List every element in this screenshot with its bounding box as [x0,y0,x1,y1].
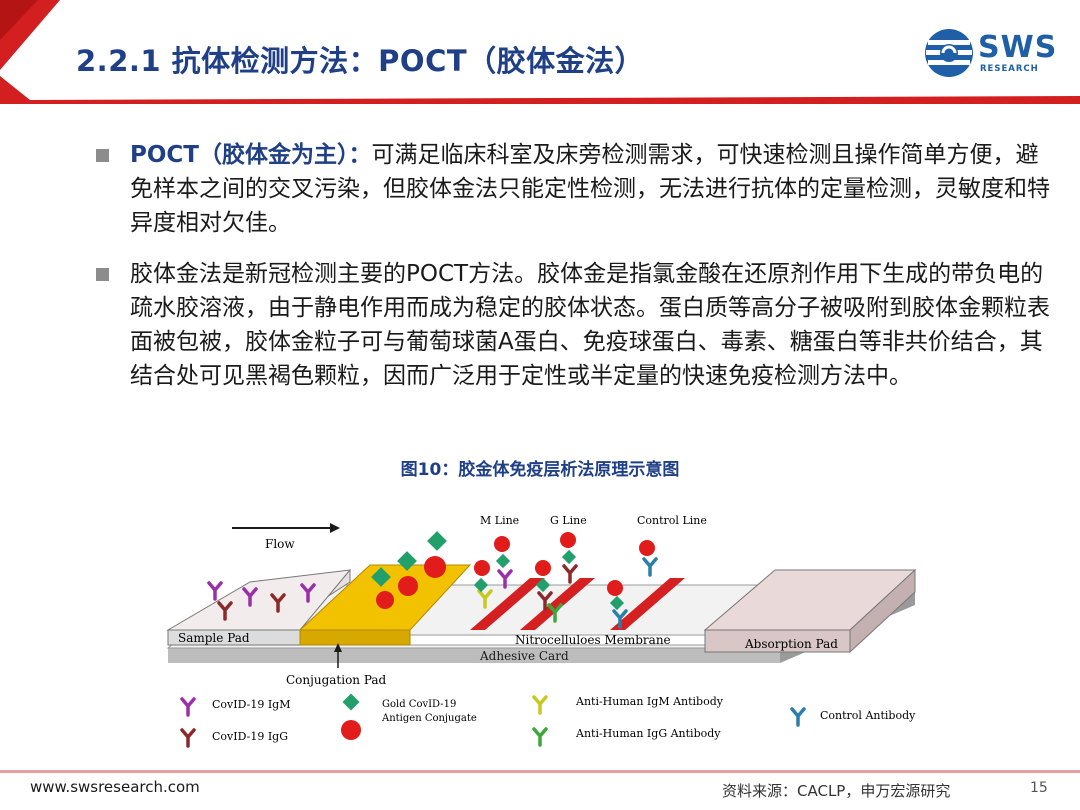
footer-source: 资料来源：CACLP，申万宏源研究 [722,782,951,800]
footer-divider [0,770,1080,773]
bullet-body: 可满足临床科室及床旁检测需求，可快速检测且操作简单方便，避免样本之间的交叉污染，… [130,142,1050,236]
lateral-flow-diagram: Flow Adhesive Card Nitrocelluloes Membra… [166,514,917,748]
bullet-square-icon [96,149,109,162]
logo-subtext: RESEARCH [980,64,1039,74]
legend-anti-igm: Anti-Human IgM Antibody [575,695,724,708]
bullet-text: POCT（胶体金为主）：可满足临床科室及床旁检测需求，可快速检测且操作简单方便，… [130,138,1054,240]
globe-icon [925,29,973,77]
m-line [470,578,545,630]
page-title: 2.2.1 抗体检测方法：POCT（胶体金法） [76,44,645,78]
legend-igm: CovID-19 IgM [212,698,290,711]
g-line [520,578,595,630]
membrane-label: Nitrocelluloes Membrane [515,633,671,647]
bullet-square-icon [96,268,109,281]
figure-legend: CovID-19 IgM CovID-19 IgG Gold CovID-19 … [180,693,916,748]
g-line-label: G Line [550,514,587,527]
legend-igg: CovID-19 IgG [212,730,288,743]
sws-logo: SWS RESEARCH [922,26,1062,82]
logo-text: SWS [978,30,1058,65]
bullet-item: POCT（胶体金为主）：可满足临床科室及床旁检测需求，可快速检测且操作简单方便，… [96,138,1054,240]
legend-gold-line2: Antigen Conjugate [381,713,477,724]
bullet-body: 胶体金法是新冠检测主要的POCT方法。胶体金是指氯金酸在还原剂作用下生成的带负电… [130,261,1050,389]
figure-caption: 图10：胶金体免疫层析法原理示意图 [400,460,680,480]
absorption-pad-label: Absorption Pad [744,637,838,651]
flow-label: Flow [265,537,295,551]
control-line [610,578,685,630]
footer-url[interactable]: www.swsresearch.com [30,778,200,796]
legend-control: Control Antibody [820,709,916,722]
sample-pad-label: Sample Pad [178,631,250,645]
legend-anti-igg: Anti-Human IgG Antibody [575,727,721,740]
bullet-lead: POCT（胶体金为主）： [130,142,372,168]
control-line-label: Control Line [637,514,707,527]
bullet-item: 胶体金法是新冠检测主要的POCT方法。胶体金是指氯金酸在还原剂作用下生成的带负电… [96,257,1054,393]
legend-gold-line1: Gold CovID-19 [382,699,456,710]
bullet-text: 胶体金法是新冠检测主要的POCT方法。胶体金是指氯金酸在还原剂作用下生成的带负电… [130,257,1054,393]
m-line-label: M Line [480,514,519,527]
header-banner [0,0,1080,104]
page-number: 15 [1030,780,1048,796]
adhesive-card-label: Adhesive Card [479,649,569,663]
conjugation-pad-label: Conjugation Pad [286,673,387,687]
